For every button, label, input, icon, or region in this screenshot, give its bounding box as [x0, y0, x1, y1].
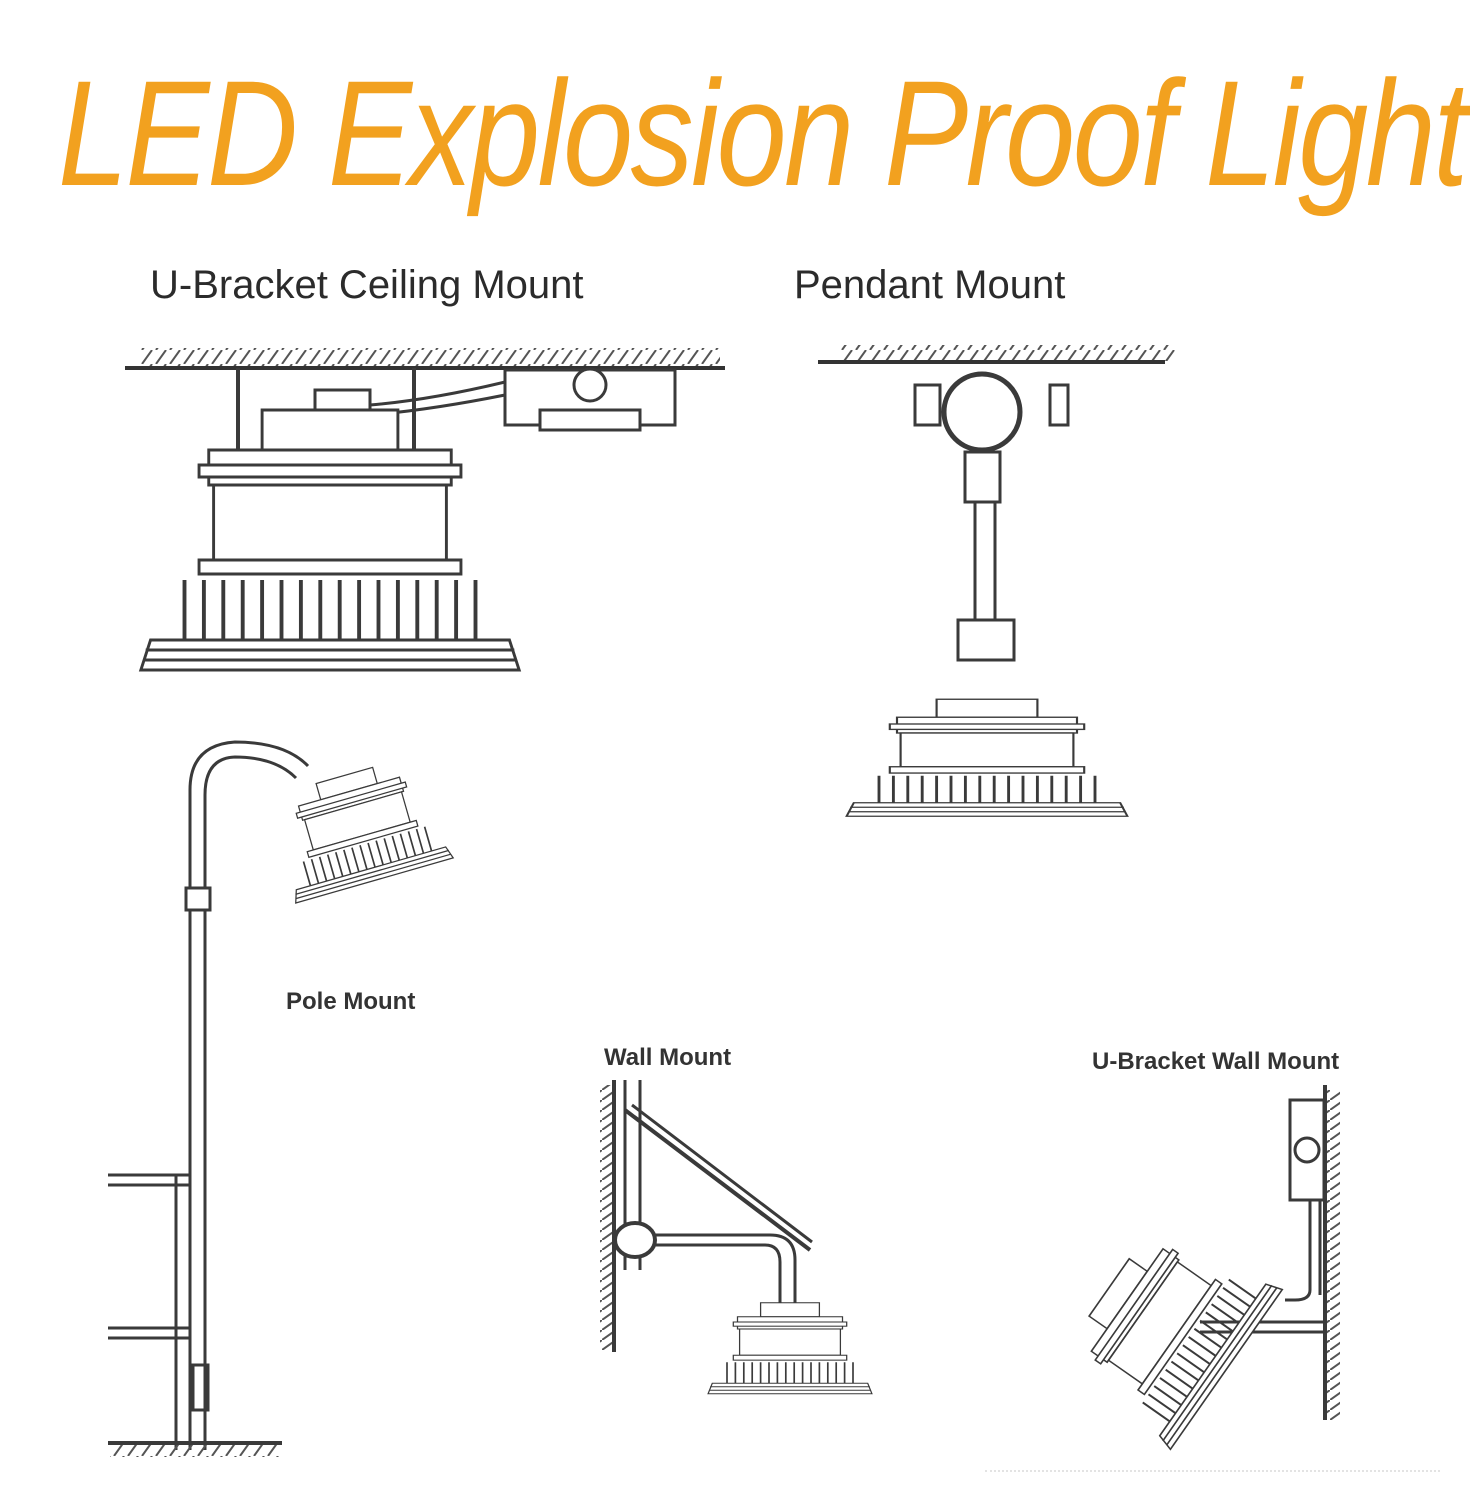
label-u-bracket-wall-mount: U-Bracket Wall Mount — [1092, 1048, 1340, 1075]
page-title: LED Explosion Proof Light — [58, 49, 1468, 217]
pendant-diagram — [818, 345, 1175, 818]
wall-diagram — [600, 1080, 873, 1395]
label-pole-mount: Pole Mount — [286, 988, 416, 1015]
dotted-divider — [985, 1470, 1440, 1472]
u-bracket-ceiling-diagram — [125, 348, 725, 672]
label-u-bracket-ceiling-mount: U-Bracket Ceiling Mount — [150, 263, 584, 307]
label-wall-mount: Wall Mount — [604, 1044, 732, 1071]
pole-diagram — [108, 740, 455, 1457]
label-pendant-mount: Pendant Mount — [794, 263, 1066, 307]
u-bracket-wall-diagram — [1052, 1085, 1340, 1451]
